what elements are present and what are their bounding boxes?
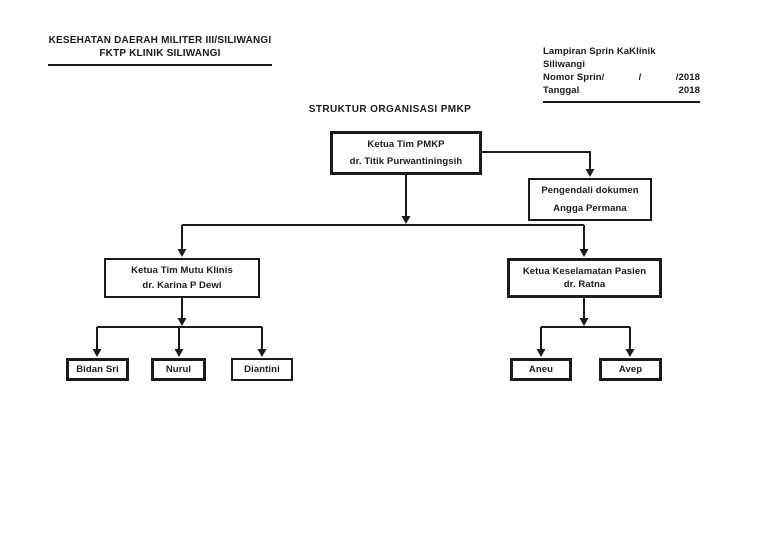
org-node-pengendali-dokumen: Pengendali dokumen Angga Permana [528, 178, 652, 221]
node-name: dr. Titik Purwantiningsih [349, 156, 463, 167]
org-node-member-diantini: Diantini [231, 358, 293, 381]
letterhead: KESEHATAN DAERAH MILITER III/SILIWANGI F… [48, 34, 272, 66]
node-role: Ketua Tim Mutu Klinis [131, 265, 233, 276]
node-name: Angga Permana [553, 203, 627, 214]
sprin-reference-block: Lampiran Sprin KaKlinik Siliwangi Nomor … [543, 45, 700, 103]
nomor-label: Nomor Sprin/ [543, 72, 605, 83]
node-role: Ketua Tim PMKP [367, 139, 445, 150]
tanggal-value: 2018 [678, 85, 700, 96]
letterhead-line2: FKTP KLINIK SILIWANGI [99, 48, 221, 59]
tanggal-label: Tanggal [543, 85, 580, 96]
letterhead-line1: KESEHATAN DAERAH MILITER III/SILIWANGI [48, 35, 272, 46]
lampiran-line: Lampiran Sprin KaKlinik Siliwangi [543, 45, 700, 71]
org-node-ketua-tim-pmkp: Ketua Tim PMKP dr. Titik Purwantiningsih [330, 131, 482, 175]
nomor-sprin-line: Nomor Sprin/ / /2018 [543, 71, 700, 84]
node-name: dr. Karina P Dewi [142, 280, 222, 291]
tanggal-line: Tanggal 2018 [543, 84, 700, 97]
org-node-member-aneu: Aneu [510, 358, 572, 381]
nomor-separator: / [638, 72, 642, 83]
node-role: Pengendali dokumen [541, 185, 639, 196]
org-node-ketua-keselamatan-pasien: Ketua Keselamatan Pasien dr. Ratna [507, 258, 662, 298]
node-name: dr. Ratna [563, 279, 606, 290]
org-node-member-bidan-sri: Bidan Sri [66, 358, 129, 381]
node-role: Ketua Keselamatan Pasien [522, 266, 647, 277]
org-node-member-nurul: Nurul [151, 358, 206, 381]
nomor-value: /2018 [675, 72, 700, 83]
chart-title: STRUKTUR ORGANISASI PMKP [308, 104, 472, 115]
org-node-ketua-tim-mutu-klinis: Ketua Tim Mutu Klinis dr. Karina P Dewi [104, 258, 260, 298]
lampiran-text: Lampiran Sprin KaKlinik Siliwangi [543, 46, 656, 70]
org-node-member-avep: Avep [599, 358, 662, 381]
